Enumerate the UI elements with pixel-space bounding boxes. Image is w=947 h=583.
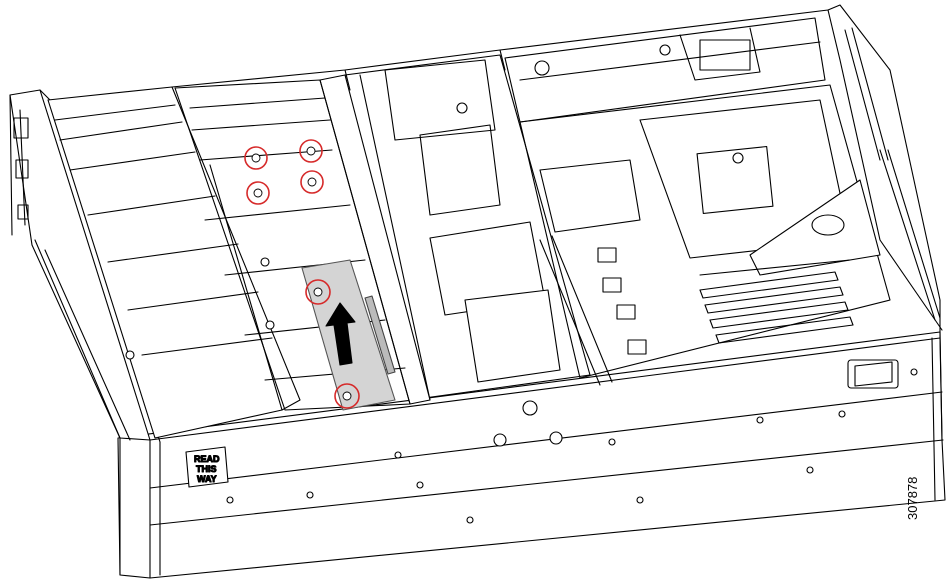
red-circle-callout-icon xyxy=(334,383,360,409)
callout-screws xyxy=(251,146,352,401)
right-side-vents xyxy=(844,27,941,321)
red-circle-callout-icon xyxy=(305,279,331,305)
pcie-slots xyxy=(699,271,854,344)
red-circle-callout-icon xyxy=(246,181,270,205)
drive-cage-cover xyxy=(47,86,301,439)
fan-tray xyxy=(504,17,826,123)
label-line-1: READ xyxy=(194,454,220,464)
label-line-2: THIS xyxy=(196,464,217,474)
rear-chassis-frame xyxy=(171,4,943,339)
red-circle-callout-icon xyxy=(300,170,324,194)
read-this-way-label: READ THIS WAY xyxy=(185,446,229,488)
connector-column xyxy=(539,235,647,386)
red-circle-callout-icon xyxy=(299,139,323,163)
figure-id: 307878 xyxy=(905,476,920,520)
motherboard xyxy=(519,84,891,379)
red-circle-callouts xyxy=(244,139,360,409)
label-line-3: WAY xyxy=(197,474,217,484)
center-air-duct xyxy=(344,54,591,401)
front-bezel xyxy=(117,331,946,579)
screw-holes xyxy=(125,44,918,524)
handle-icon xyxy=(847,359,899,389)
pcie-riser xyxy=(699,179,881,276)
arrow-up-icon xyxy=(325,302,356,366)
red-circle-callout-icon xyxy=(244,146,268,170)
